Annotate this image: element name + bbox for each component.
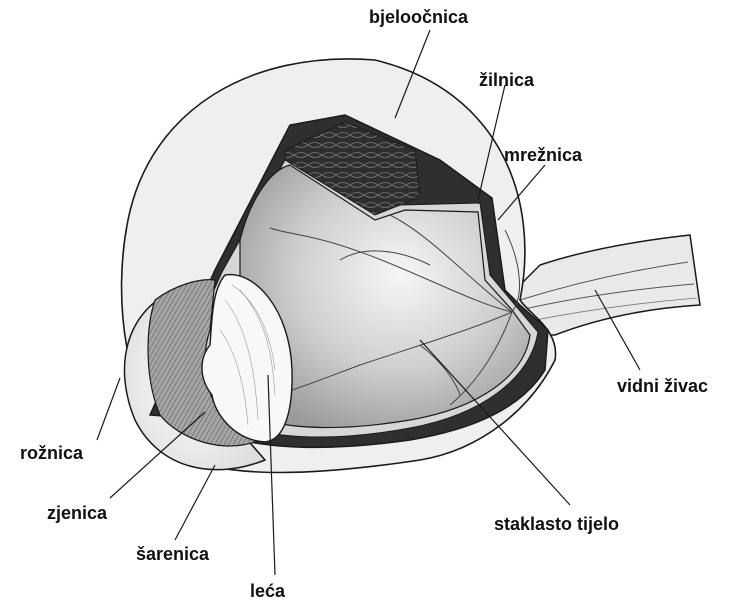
- label-choroid: žilnica: [479, 71, 534, 89]
- label-vitreous-body: staklasto tijelo: [494, 515, 619, 533]
- label-iris: šarenica: [136, 545, 209, 563]
- label-optic-nerve: vidni živac: [617, 377, 708, 395]
- label-lens: leća: [250, 582, 285, 600]
- label-retina: mrežnica: [504, 146, 582, 164]
- label-sclera: bjeloočnica: [369, 8, 468, 26]
- label-pupil: zjenica: [47, 504, 107, 522]
- label-cornea: rožnica: [20, 444, 83, 462]
